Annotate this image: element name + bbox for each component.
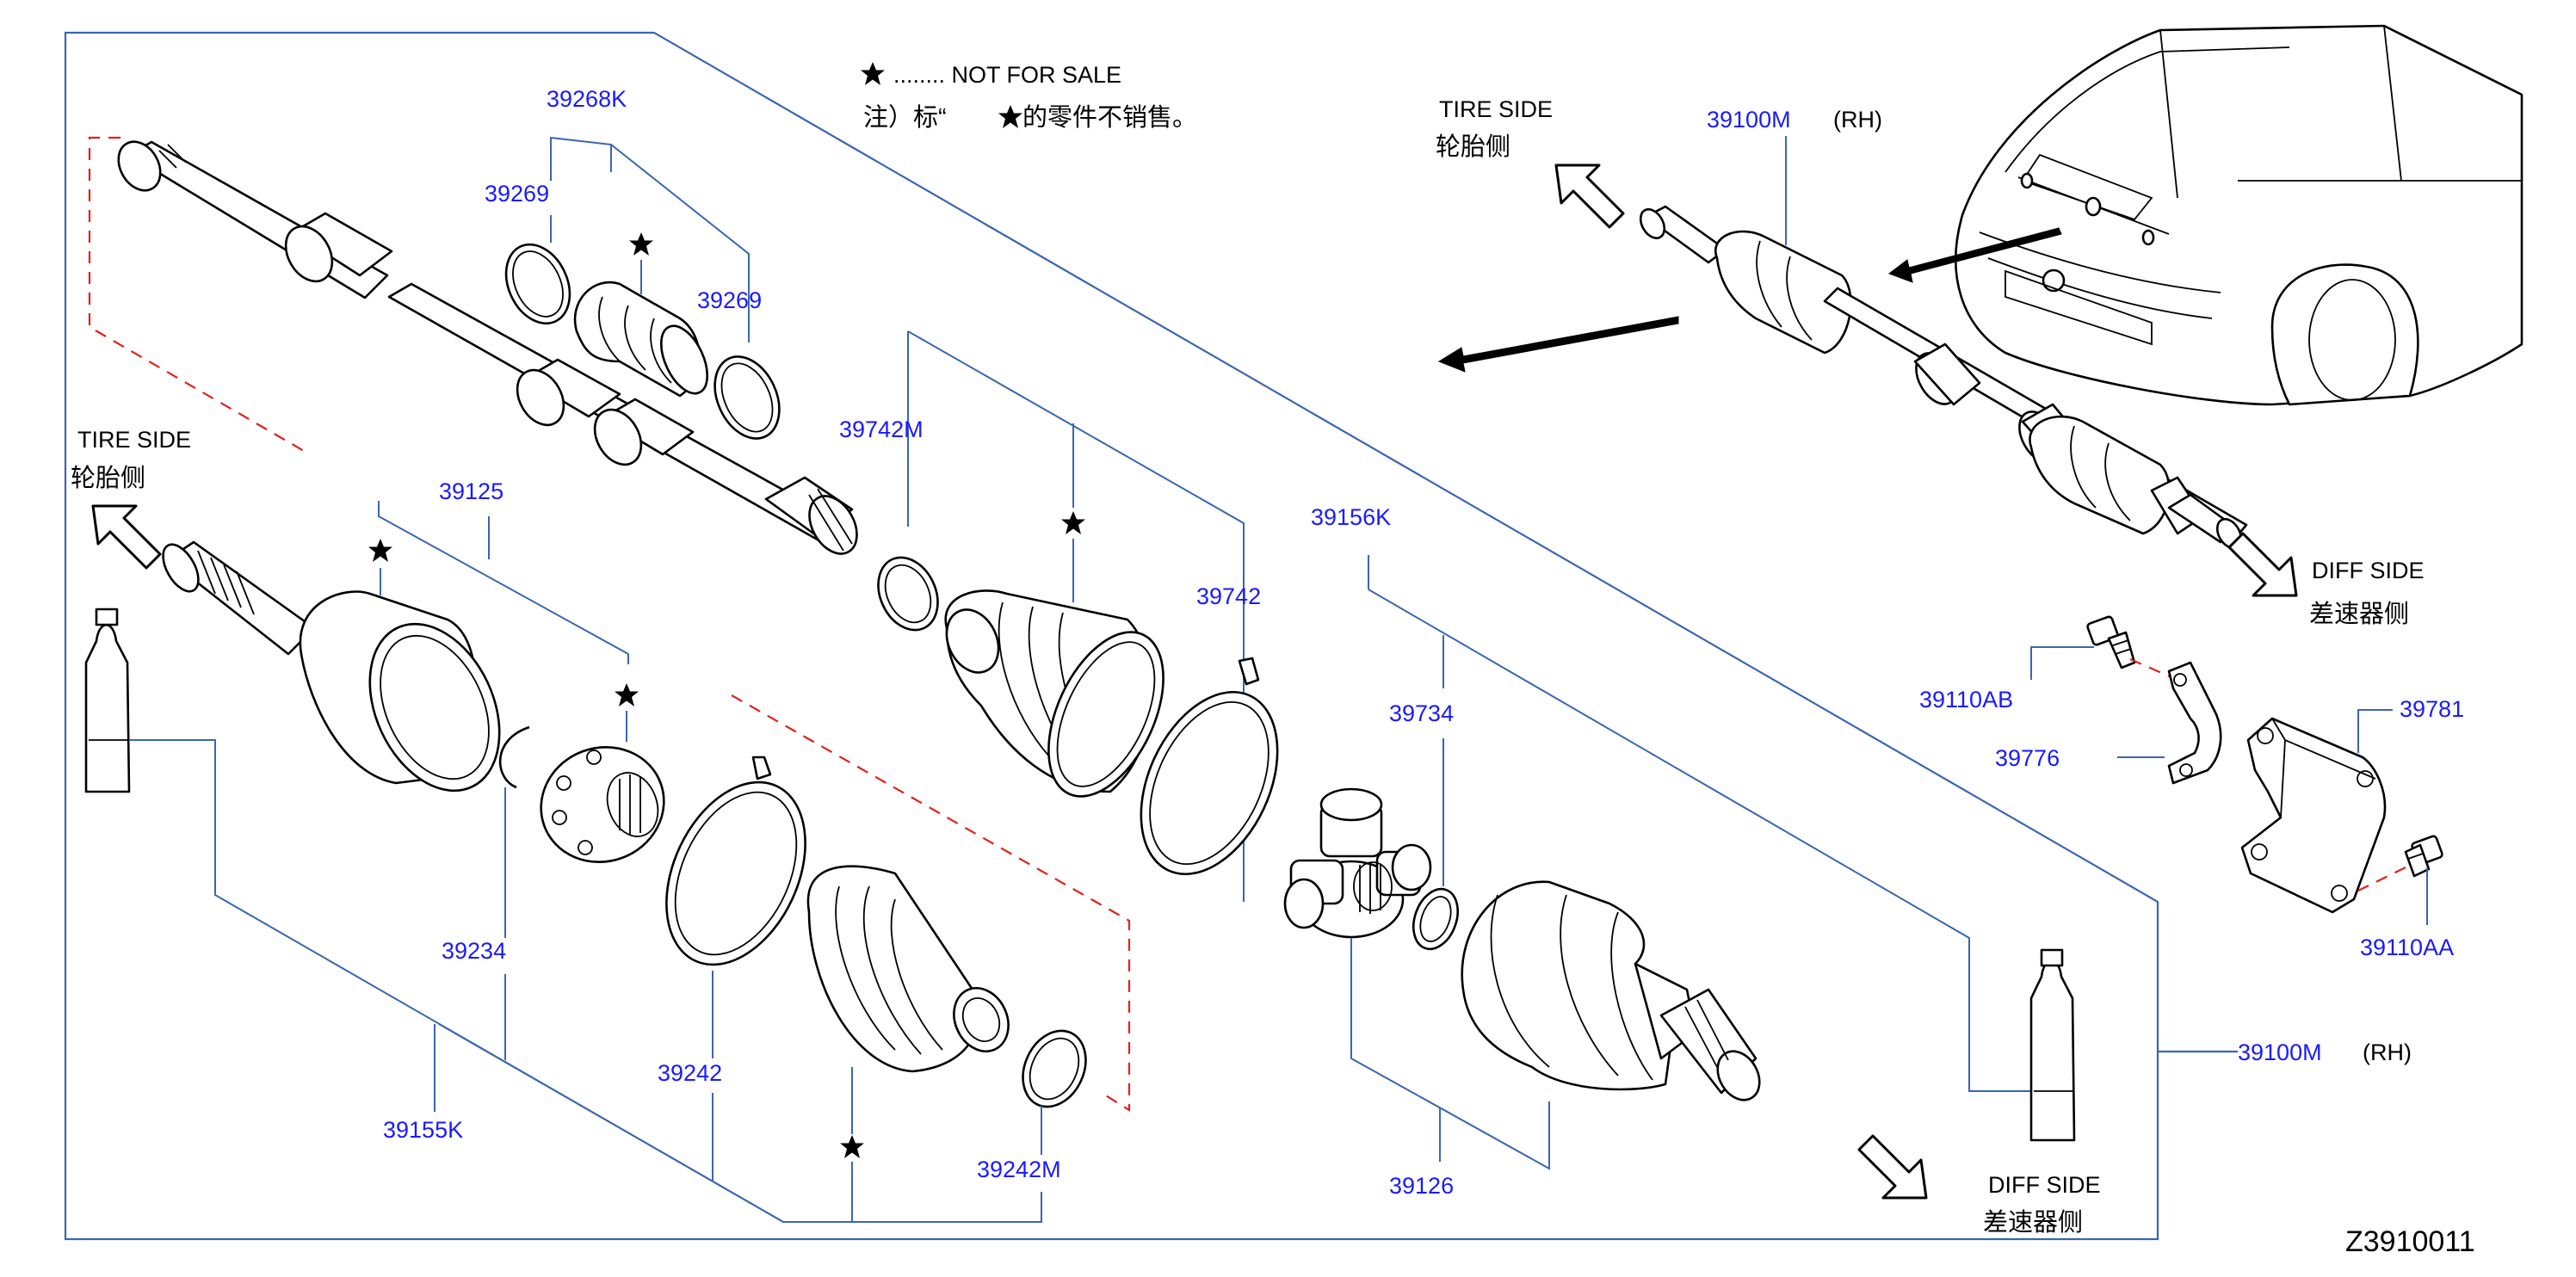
outer-dashed-guide — [731, 694, 1131, 1112]
inner-boot-39742M — [944, 589, 1164, 798]
part-39100M-right: 39100M — [2238, 1039, 2322, 1065]
inner-boot-small — [573, 281, 708, 398]
bolt-39110AB — [2086, 615, 2136, 669]
part-39126: 39126 — [1389, 1173, 1454, 1199]
support-bracket-39781 — [2240, 717, 2387, 914]
part-39742M: 39742M — [839, 416, 924, 442]
star-icon — [840, 1135, 864, 1158]
svg-text:TIRE SIDE: TIRE SIDE — [77, 427, 191, 453]
drive-shaft — [117, 140, 858, 555]
snap-ring-39734 — [1412, 887, 1459, 951]
svg-text:TIRE SIDE: TIRE SIDE — [1439, 96, 1553, 122]
part-39268K: 39268K — [547, 86, 627, 112]
part-39269-right: 39269 — [697, 287, 762, 313]
star-icon — [629, 232, 653, 256]
complete-drive-shaft — [1639, 205, 2248, 550]
legend-text-cn-suffix: 的零件不销售。 — [1022, 103, 1197, 132]
part-39110AA: 39110AA — [2360, 935, 2454, 960]
outer-joint-39125 — [162, 540, 501, 793]
bracket-39776 — [2167, 661, 2222, 785]
snap-ring-39234 — [498, 725, 530, 789]
leader-39268K — [550, 136, 612, 181]
star-icon — [861, 62, 885, 85]
svg-text:DIFF SIDE: DIFF SIDE — [2312, 558, 2425, 583]
part-39781: 39781 — [2400, 696, 2464, 722]
star-icon — [368, 539, 392, 562]
part-39100M-top: 39100M — [1707, 107, 1791, 133]
boot-band-39242 — [665, 780, 806, 966]
svg-text:轮胎侧: 轮胎侧 — [1436, 133, 1510, 161]
part-39242: 39242 — [658, 1060, 722, 1086]
not-for-sale-legend: ........ NOT FOR SALE 注）标“ 的零件不销售。 — [861, 62, 1197, 132]
star-icon — [615, 683, 639, 706]
direction-arrow-shaft — [1437, 316, 1679, 373]
svg-text:DIFF SIDE: DIFF SIDE — [1988, 1172, 2101, 1198]
star-icon — [1061, 511, 1085, 534]
boot-band-39742 — [1140, 690, 1279, 876]
diagram-code: Z3910011 — [2345, 1225, 2475, 1258]
grease-tube-right — [2029, 948, 2076, 1142]
leader-39110AB — [2030, 646, 2094, 680]
part-39734: 39734 — [1389, 700, 1454, 726]
bolt-39110AA — [2404, 835, 2443, 878]
leader-39126 — [1350, 938, 1550, 1170]
legend-text: ........ NOT FOR SALE — [893, 62, 1121, 88]
diff-side-arrow-icon — [2227, 532, 2298, 597]
grease-tube-left — [84, 608, 131, 793]
part-39234: 39234 — [442, 938, 506, 964]
svg-text:差速器侧: 差速器侧 — [2309, 600, 2409, 628]
part-39110AB: 39110AB — [1919, 687, 2013, 713]
tire-side-arrow-icon — [1554, 163, 1625, 229]
boot-band-small-right — [713, 355, 781, 440]
direction-arrow-car — [1887, 227, 2062, 283]
rh-label-top: (RH) — [1833, 107, 1882, 133]
tire-side-arrow-icon — [91, 504, 162, 570]
diff-side-label-bottom: DIFF SIDE 差速器侧 — [1857, 1134, 2101, 1237]
star-icon — [998, 105, 1022, 128]
part-39242M: 39242M — [977, 1157, 1061, 1182]
svg-text:差速器侧: 差速器侧 — [1983, 1208, 2083, 1237]
rh-label-right: (RH) — [2363, 1039, 2412, 1065]
tire-side-label-right: TIRE SIDE 轮胎侧 — [1436, 96, 1625, 229]
part-39742: 39742 — [1196, 583, 1261, 609]
part-39776: 39776 — [1995, 745, 2060, 771]
part-39125: 39125 — [439, 478, 503, 504]
shaft-dashed-guide — [88, 136, 311, 455]
boot-band-39742M — [877, 556, 939, 632]
leader-39781 — [2357, 709, 2393, 753]
tire-side-label-left: TIRE SIDE 轮胎侧 — [71, 427, 191, 570]
boot-band-small-left — [504, 243, 571, 325]
diff-side-arrow-icon — [1857, 1134, 1928, 1200]
part-39156K: 39156K — [1311, 504, 1391, 530]
inner-joint-39126 — [1461, 880, 1761, 1101]
leader-grease-left — [129, 739, 784, 1223]
part-39269-left: 39269 — [485, 181, 549, 207]
ball-cage — [540, 745, 665, 864]
boot-band-39242M — [1022, 1029, 1087, 1108]
diff-side-label-right: DIFF SIDE 差速器侧 — [2227, 532, 2425, 628]
outer-boot — [806, 865, 1010, 1073]
car-icon — [1955, 24, 2523, 406]
leader-39125 — [378, 501, 629, 664]
assembly-frame — [64, 31, 2159, 1241]
tripod-joint — [1283, 787, 1432, 939]
legend-text-cn-prefix: 注）标“ — [863, 103, 947, 132]
svg-text:轮胎侧: 轮胎侧 — [71, 464, 145, 492]
part-39155K: 39155K — [383, 1117, 463, 1143]
